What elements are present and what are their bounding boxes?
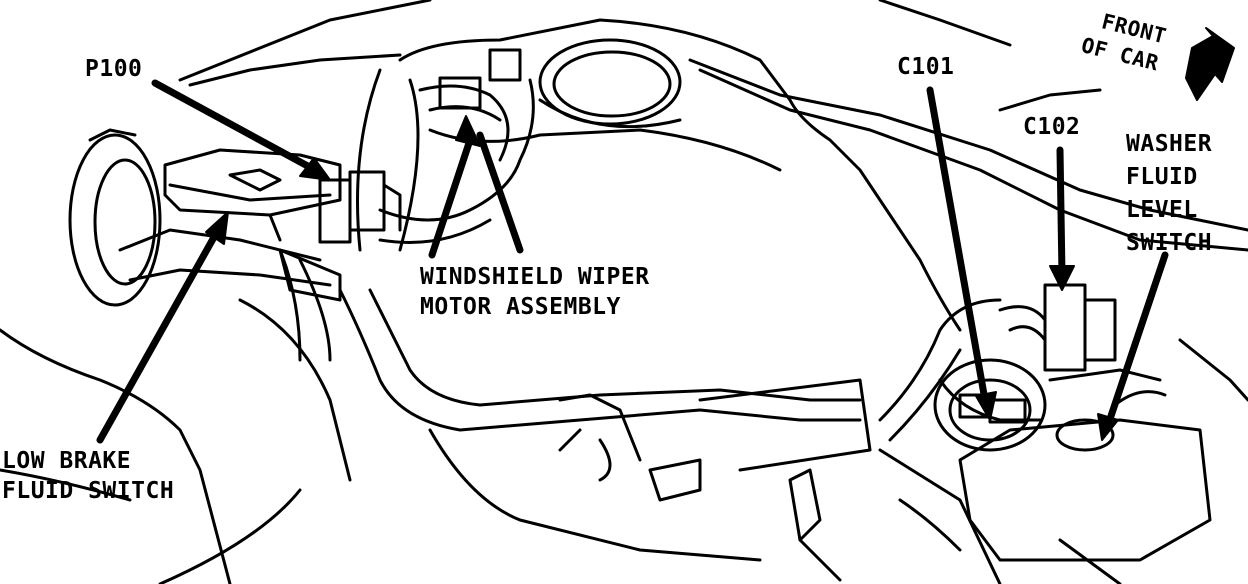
washer-arrow	[1104, 251, 1169, 429]
brake-arrow	[96, 226, 222, 444]
p100-arrowhead	[299, 157, 331, 181]
cowl-panel	[356, 18, 962, 332]
wiper-label-line2: MOTOR ASSEMBLY	[420, 294, 621, 320]
p100-arrow	[151, 79, 319, 174]
harness-clips	[558, 428, 962, 582]
brake-master-cylinder	[68, 128, 342, 307]
c101-connector	[933, 358, 1047, 452]
c101-arrow	[926, 86, 989, 404]
arrowheads	[205, 115, 1119, 441]
wiper-arrowhead	[455, 115, 481, 147]
wiper-motor-label: WINDSHIELD WIPER MOTOR ASSEMBLY	[420, 262, 650, 322]
brake-switch-label: LOW BRAKE FLUID SWITCH	[2, 446, 174, 506]
p100-label: P100	[85, 54, 142, 84]
c102-label: C102	[1023, 112, 1080, 142]
c102-arrowhead	[1049, 265, 1075, 291]
washer-reservoir	[958, 368, 1212, 562]
c101-label: C101	[897, 52, 954, 82]
callout-arrows	[96, 79, 1169, 444]
washer-arrowhead	[1097, 413, 1119, 441]
wiper-arrow-2	[476, 131, 524, 254]
p100-label-text: P100	[85, 56, 143, 82]
wiper-arrow	[428, 136, 474, 259]
wiper-label-line1: WINDSHIELD WIPER	[420, 264, 650, 290]
brake-arrowhead	[205, 211, 229, 245]
c102-arrow	[1056, 146, 1066, 279]
brake-label-line1: LOW BRAKE	[2, 448, 132, 474]
washer-label-line2: FLUID	[1126, 164, 1198, 190]
main-harness	[278, 248, 1042, 482]
brake-label-line2: FLUID SWITCH	[2, 478, 175, 504]
washer-label-line3: LEVEL	[1126, 197, 1198, 223]
washer-switch-label: WASHER FLUID LEVEL SWITCH	[1126, 128, 1212, 260]
c102-connector	[998, 283, 1117, 372]
washer-label-line4: SWITCH	[1126, 230, 1213, 256]
front-direction-arrow-icon	[1185, 27, 1235, 101]
c101-label-text: C101	[897, 54, 955, 80]
c101-arrowhead	[975, 391, 997, 421]
washer-label-line1: WASHER	[1126, 131, 1213, 157]
p100-connector	[318, 170, 402, 244]
c102-label-text: C102	[1023, 114, 1081, 140]
